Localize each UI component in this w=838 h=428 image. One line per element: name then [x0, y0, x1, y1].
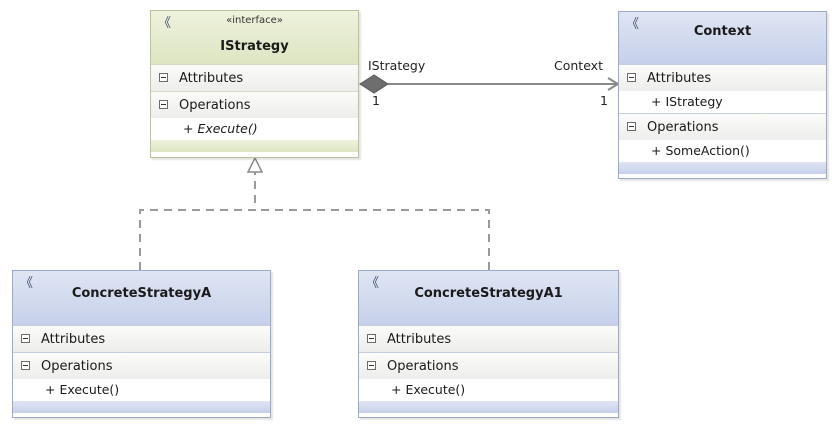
- association-source-multiplicity: 1: [372, 93, 380, 108]
- concrete-strategy-a-attributes-compartment[interactable]: Attributes: [13, 325, 270, 352]
- operations-label: Operations: [387, 359, 459, 374]
- attributes-label: Attributes: [41, 332, 106, 347]
- istrategy-attributes-compartment[interactable]: Attributes: [151, 64, 358, 91]
- istrategy-operations-compartment[interactable]: Operations: [151, 91, 358, 118]
- composition-diamond: [359, 74, 389, 94]
- minus-box-icon[interactable]: [367, 334, 376, 343]
- operations-label: Operations: [41, 359, 113, 374]
- concrete-strategy-a-name: ConcreteStrategyA: [71, 286, 212, 301]
- istrategy-name: IStrategy: [220, 39, 289, 54]
- association-target-role: Context: [554, 58, 603, 73]
- minus-box-icon[interactable]: [367, 361, 376, 370]
- istrategy-header: 《 «interface» IStrategy: [151, 11, 358, 64]
- concrete-strategy-a-operations-compartment[interactable]: Operations: [13, 352, 270, 379]
- concrete-strategy-a-header: 《 ConcreteStrategyA: [13, 271, 270, 325]
- realization-arrowhead: [246, 156, 264, 173]
- attributes-label: Attributes: [647, 71, 712, 86]
- realization-line-a[interactable]: [139, 172, 256, 270]
- context-footer: [619, 162, 826, 174]
- concrete-strategy-a1-operation-execute[interactable]: + Execute(): [359, 379, 618, 401]
- minus-box-icon[interactable]: [627, 73, 636, 82]
- minus-box-icon[interactable]: [21, 334, 30, 343]
- context-attributes-compartment[interactable]: Attributes: [619, 64, 826, 91]
- realization-line-a1[interactable]: [255, 209, 490, 270]
- concrete-strategy-a1-operations-compartment[interactable]: Operations: [359, 352, 618, 379]
- istrategy-interface-box[interactable]: 《 «interface» IStrategy Attributes Opera…: [150, 10, 359, 158]
- collapse-chevron-icon[interactable]: 《: [366, 276, 380, 291]
- concrete-strategy-a-footer: [13, 401, 270, 413]
- attributes-label: Attributes: [387, 332, 452, 347]
- context-header: 《 Context: [619, 12, 826, 64]
- operations-label: Operations: [647, 120, 719, 135]
- collapse-chevron-icon[interactable]: 《: [158, 16, 172, 31]
- operations-label: Operations: [179, 98, 251, 113]
- concrete-strategy-a1-footer: [359, 401, 618, 413]
- istrategy-operation-execute[interactable]: + Execute(): [151, 118, 358, 140]
- concrete-strategy-a1-box[interactable]: 《 ConcreteStrategyA1 Attributes Operatio…: [358, 270, 619, 418]
- collapse-chevron-icon[interactable]: 《: [20, 276, 34, 291]
- minus-box-icon[interactable]: [21, 361, 30, 370]
- concrete-strategy-a-operation-execute[interactable]: + Execute(): [13, 379, 270, 401]
- context-name: Context: [693, 24, 752, 39]
- minus-box-icon[interactable]: [159, 100, 168, 109]
- context-attribute-istrategy[interactable]: + IStrategy: [619, 91, 826, 113]
- association-source-role: IStrategy: [368, 58, 426, 73]
- istrategy-stereotype: «interface»: [226, 15, 283, 26]
- minus-box-icon[interactable]: [627, 122, 636, 131]
- context-operations-compartment[interactable]: Operations: [619, 113, 826, 140]
- context-operation-someaction[interactable]: + SomeAction(): [619, 140, 826, 162]
- collapse-chevron-icon[interactable]: 《: [626, 17, 640, 32]
- istrategy-footer: [151, 140, 358, 152]
- concrete-strategy-a1-attributes-compartment[interactable]: Attributes: [359, 325, 618, 352]
- minus-box-icon[interactable]: [159, 73, 168, 82]
- concrete-strategy-a-box[interactable]: 《 ConcreteStrategyA Attributes Operation…: [12, 270, 271, 418]
- concrete-strategy-a1-header: 《 ConcreteStrategyA1: [359, 271, 618, 325]
- association-target-multiplicity: 1: [600, 93, 608, 108]
- context-class-box[interactable]: 《 Context Attributes + IStrategy Operati…: [618, 11, 827, 179]
- concrete-strategy-a1-name: ConcreteStrategyA1: [414, 286, 563, 301]
- attributes-label: Attributes: [179, 71, 244, 86]
